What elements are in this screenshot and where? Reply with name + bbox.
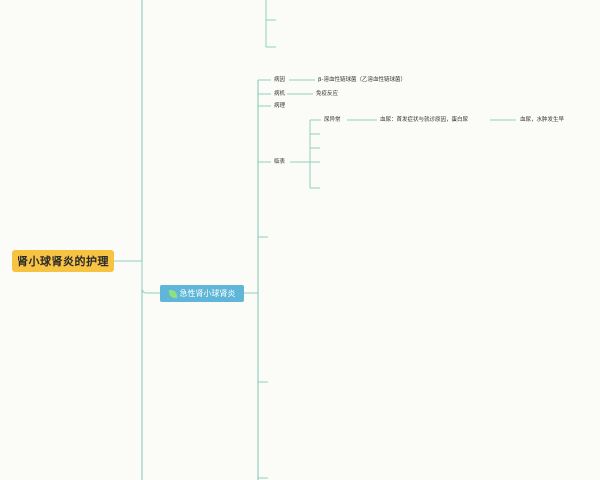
- main-topic-node[interactable]: 急性肾小球肾炎: [160, 285, 244, 302]
- pathology-label[interactable]: 病理: [274, 103, 286, 109]
- clinical-label[interactable]: 临表: [274, 159, 286, 165]
- main-topic-label: 急性肾小球肾炎: [179, 289, 236, 298]
- hematuria-next-label[interactable]: 血尿，水肿发生早: [520, 117, 565, 123]
- pathogenesis-label[interactable]: 病机: [274, 91, 286, 97]
- urine-label[interactable]: 尿异常: [324, 117, 341, 123]
- leaf-icon: [168, 289, 177, 298]
- root-label: 肾小球肾炎的护理: [17, 255, 109, 268]
- etiology-child-label[interactable]: β-溶血性链球菌（乙溶血性链球菌）: [318, 77, 406, 83]
- hematuria-label[interactable]: 血尿：首发症状与就诊原因，蛋白尿: [380, 117, 469, 123]
- pathogenesis-child-label[interactable]: 免疫反应: [316, 91, 339, 97]
- main-topic-connector: [141, 261, 160, 294]
- root-node[interactable]: 肾小球肾炎的护理: [12, 250, 114, 272]
- etiology-label[interactable]: 病因: [274, 77, 286, 83]
